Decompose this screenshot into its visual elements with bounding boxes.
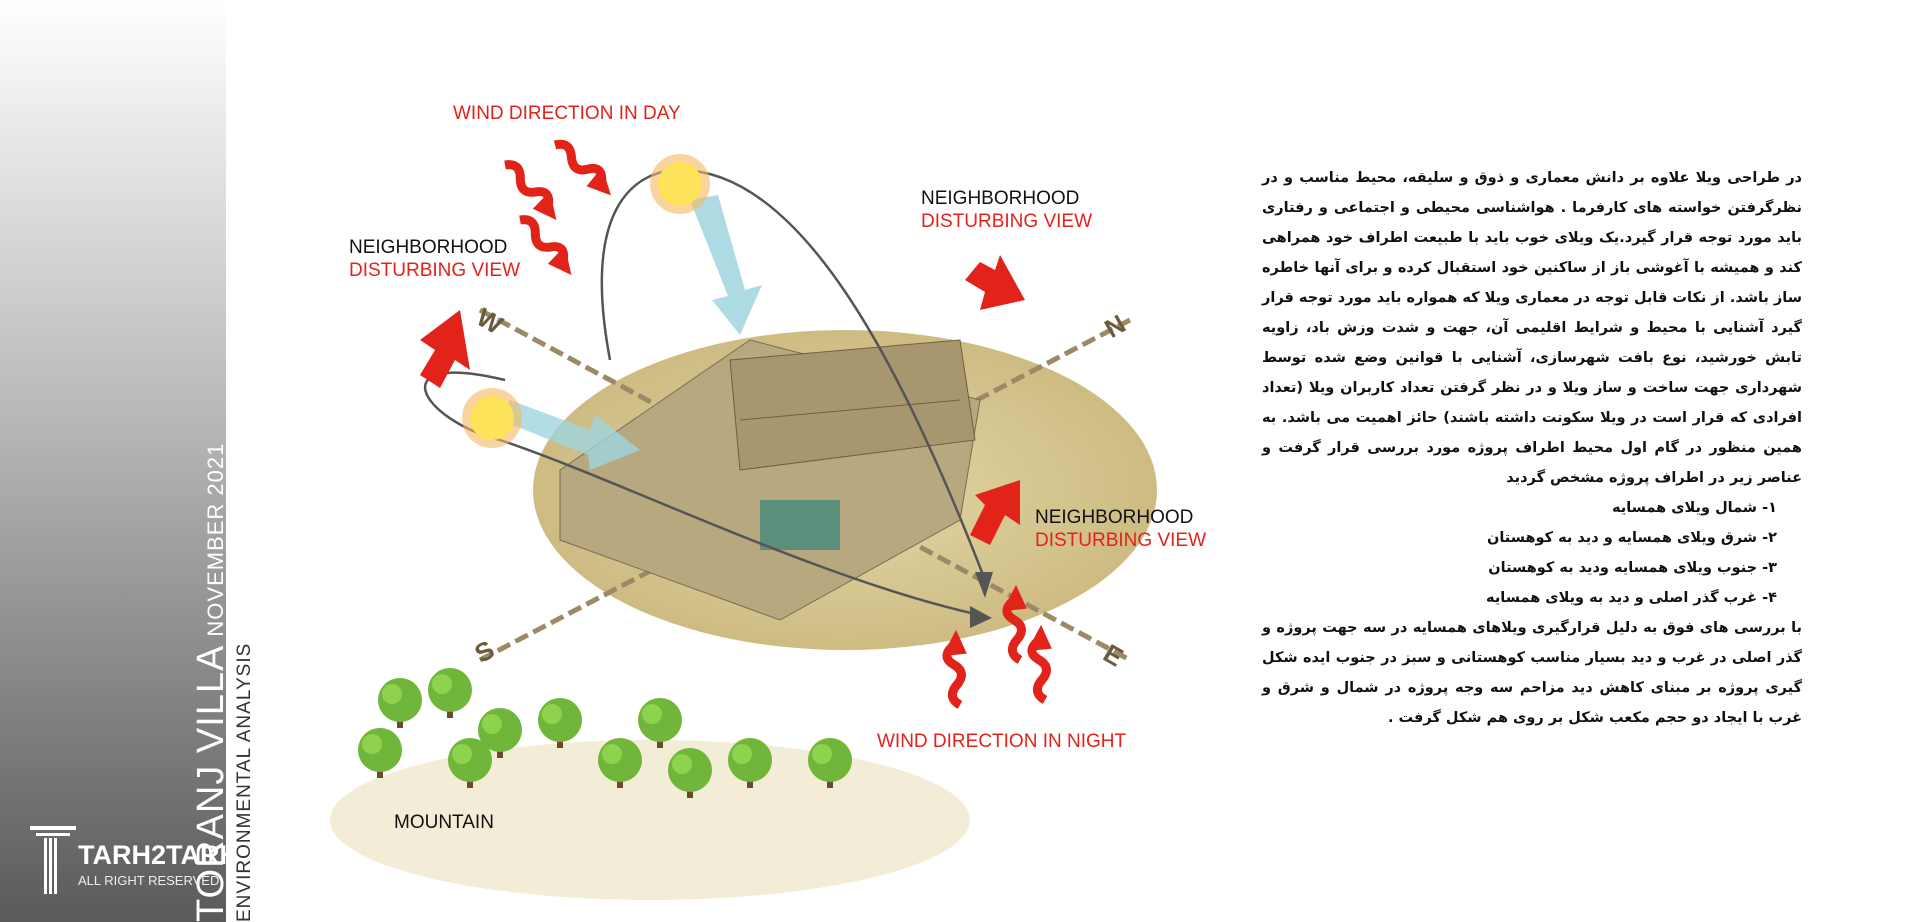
logo-brand: TARH2TARH [78,840,239,870]
day-sun-path [600,168,987,581]
compass-n: N [1099,308,1130,343]
description-text: در طراحی ویلا علاوه بر دانش معماری و ذوق… [1262,163,1802,733]
disturbing-text: DISTURBING VIEW [1035,530,1207,551]
wind-night-label: WIND DIRECTION IN NIGHT [877,731,1127,752]
intro-paragraph: در طراحی ویلا علاوه بر دانش معماری و ذوق… [1262,170,1802,486]
disturbing-text: DISTURBING VIEW [921,211,1093,232]
list-item: ۱- شمال ویلای همسایه [1612,500,1777,516]
list-item: ۳- جنوب ویلای همسایه ودید به کوهستان [1488,560,1777,576]
disturbing-view-arrow-icon [420,310,470,388]
mountain-label: MOUNTAIN [394,812,494,833]
compass-w: W [472,302,509,340]
compass-s: S [469,634,499,669]
disturbing-view-arrow-icon [970,480,1020,545]
sun-icon [462,388,522,448]
sun-icon [650,154,710,214]
disturbing-view-label-west: NEIGHBORHOOD DISTURBING VIEW [349,236,520,282]
villa-model [559,339,981,621]
neighborhood-text: NEIGHBORHOOD [921,188,1080,209]
neighborhood-text: NEIGHBORHOOD [349,237,508,258]
sun-ray-day [690,195,762,335]
sidebar: TORANJ VILLANOVEMBER 2021 TARH2TARH ALL … [0,0,239,922]
disturbing-text: DISTURBING VIEW [349,260,521,281]
pool [760,500,840,550]
disturbing-view-label-east: NEIGHBORHOOD DISTURBING VIEW [1035,506,1206,552]
logo: TARH2TARH ALL RIGHT RESERVED [30,826,239,896]
column-logo-icon [30,826,76,894]
neighborhood-text: NEIGHBORHOOD [1035,507,1194,528]
sun-ray-evening [500,400,640,470]
list-item: ۲- شرق ویلای همسایه و دید به کوهستان [1486,530,1777,546]
disturbing-view-arrow-icon [965,255,1025,310]
conclusion-paragraph: با بررسی های فوق به دلیل قرارگیری ویلاها… [1262,620,1802,726]
environmental-diagram: W N E S [330,0,1157,900]
surroundings-list: ۱- شمال ویلای همسایه ۲- شرق ویلای همسایه… [1262,493,1777,613]
logo-rights: ALL RIGHT RESERVED [78,873,220,888]
mountain-trees [330,668,970,900]
disturbing-view-label-north: NEIGHBORHOOD DISTURBING VIEW [921,187,1092,233]
list-item: ۴- غرب گذر اصلی و دید به ویلای همسایه [1486,590,1777,606]
wind-day-label: WIND DIRECTION IN DAY [453,103,681,124]
